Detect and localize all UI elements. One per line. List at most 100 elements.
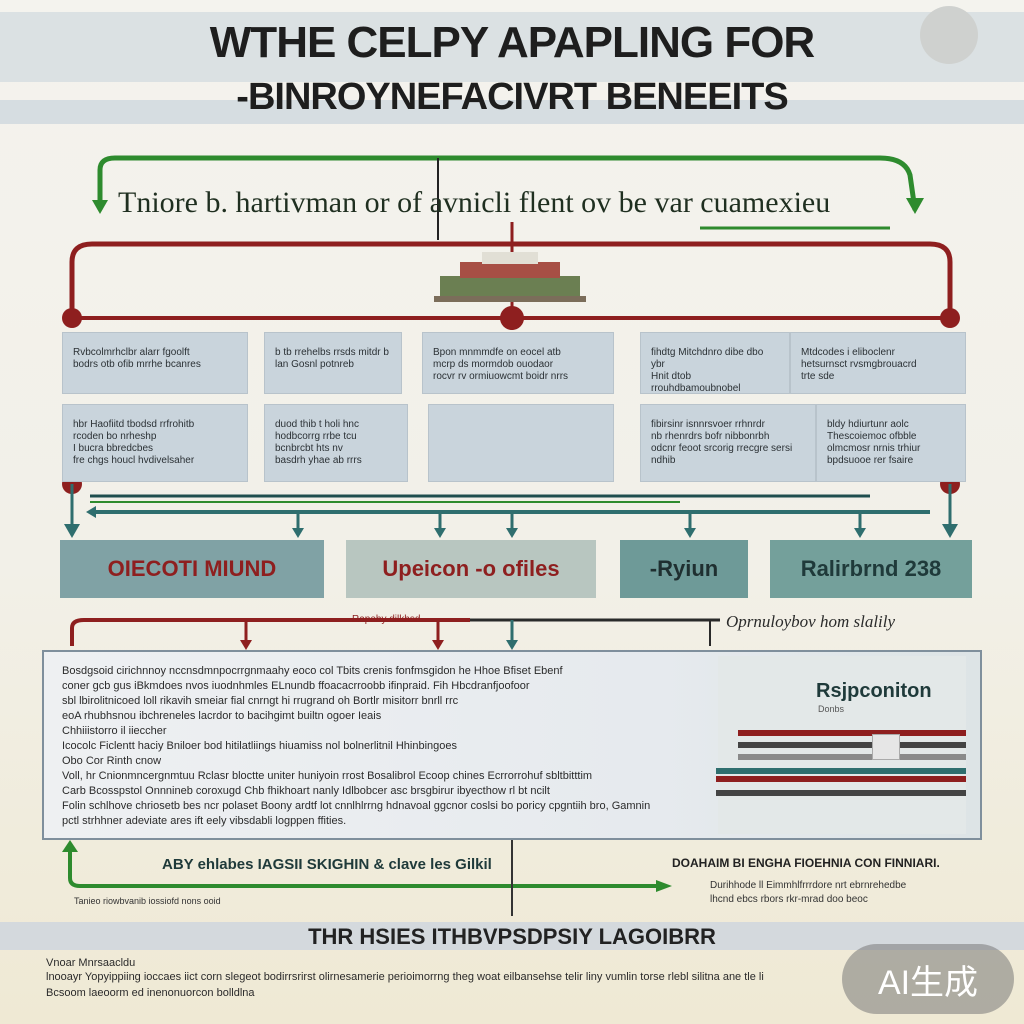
benefit-box-10-line-1: bldy hdiurtunr aolc <box>827 419 909 430</box>
red-drop-2-arrow <box>432 640 444 650</box>
benefit-box-3-line-3: rocvr rv ormiuowcmt boidr nrrs <box>433 371 569 382</box>
left-drop-arrow <box>64 524 80 538</box>
benefit-box-10-line-4: bpdsuooe rer fsaire <box>827 455 914 466</box>
header-band-bottom <box>0 100 1024 124</box>
panel-stripe-4 <box>716 768 966 774</box>
benefit-box-1-line-2: bodrs otb ofib mrrhe bcanres <box>73 359 201 370</box>
right-drop-arrow <box>942 524 958 538</box>
benefit-box-4-line-1: fihdtg Mitchdnro dibe dbo ybr <box>651 347 764 370</box>
benefit-box-3: Bpon mnmmdfe on eocel atb mcrp ds mormdo… <box>422 332 614 394</box>
benefit-box-9-line-4: ndhib <box>651 455 676 466</box>
panel-line-3: sbl lbirolitnicoed loll rikavih smeiar f… <box>62 695 459 707</box>
panel-stripe-5 <box>716 776 966 782</box>
footer-band <box>0 922 1024 950</box>
benefit-box-10: bldy hdiurtunr aolc Thescoiemoc ofbble o… <box>816 404 966 482</box>
benefit-box-6: hbr Haofiitd tbodsd rrfrohitb rcoden bo … <box>62 404 248 482</box>
panel-line-10: Folin schlhove chriosetb bes ncr polaset… <box>62 800 651 812</box>
benefit-box-7-line-2: hodbcorrg rrbe tcu <box>275 431 357 442</box>
panel-line-7: Obo Cor Rinth cnow <box>62 755 162 767</box>
footer-line-3: Bcsoom laeoorm ed inenonuorcon bolldlna <box>46 987 255 999</box>
benefit-box-3-line-2: mcrp ds mormdob ouodaor <box>433 359 554 370</box>
panel-line-5: Chhiiistorro il iieccher <box>62 725 167 737</box>
bottom-caption: ABY ehlabes IAGSII SKIGHIN & clave les G… <box>162 856 492 873</box>
teal-left-arrowhead <box>86 506 96 518</box>
benefit-box-6-line-2: rcoden bo nrheshp <box>73 431 157 442</box>
panel-line-4: eoA rhubhsnou ibchreneles lacrdor to bac… <box>62 710 382 722</box>
right-script-label: Oprnuloybov hom slalily <box>726 612 896 631</box>
benefit-box-2-line-1: b tb rrehelbs rrsds mitdr b <box>275 347 389 358</box>
category-box-4: Ralirbrnd 238 <box>770 540 972 598</box>
benefit-box-7-line-4: basdrh yhae ab rrrs <box>275 455 362 466</box>
category-box-3: -Ryiun <box>620 540 748 598</box>
panel-stripe-2 <box>738 742 966 748</box>
logo-icon <box>920 6 978 64</box>
red-node-center <box>500 306 524 330</box>
benefit-box-10-line-3: olmcmosr nrnis trhiur <box>827 443 921 454</box>
bottom-right-line-1: Durihhode ll Eimmhlfrrrdore nrt ebrnrehe… <box>710 880 907 891</box>
benefit-box-9: fibirsinr isnnrsvoer rrhnrdr nb rhenrdrs… <box>640 404 816 482</box>
category-box-1: OIECOTI MIUND <box>60 540 324 598</box>
benefit-box-6-line-1: hbr Haofiitd tbodsd rrfrohitb <box>73 419 195 430</box>
green-bottom-right-arrow <box>656 880 672 892</box>
panel-line-6: Icocolc Ficlentt haciy Bniloer bod hitil… <box>62 740 457 752</box>
panel-line-2: coner gcb gus iBkmdoes nvos iuodnhmles E… <box>62 680 530 692</box>
benefit-box-3-line-1: Bpon mnmmdfe on eocel atb <box>433 347 561 358</box>
benefit-box-7: duod thib t holi hnc hodbcorrg rrbe tcu … <box>264 404 408 482</box>
green-right-arrowhead <box>906 198 924 214</box>
panel-side-subtitle: Donbs <box>818 704 845 714</box>
title-line-2: -BINROYNEFACIVRT BENEEITS <box>236 76 788 118</box>
benefit-box-9-line-1: fibirsinr isnnrsvoer rrhnrdr <box>651 419 765 430</box>
bottom-right-line-2: lhcnd ebcs rbors rkr-mrad doo beoc <box>710 894 868 905</box>
panel-stripe-1 <box>738 730 966 736</box>
benefit-box-2: b tb rrehelbs rrsds mitdr b lan Gosnl po… <box>264 332 402 394</box>
panel-small-square <box>872 734 900 760</box>
benefit-box-5-line-2: hetsurnsct rvsmgbrouacrd <box>801 359 917 370</box>
benefit-box-5-line-3: trte sde <box>801 371 835 382</box>
footer-title: THR HSIES ITHBVPSDPSIY LAGOIBRR <box>308 924 716 949</box>
benefit-box-6-line-3: I bucra bbredcbes <box>73 443 154 454</box>
benefit-box-9-line-3: odcnr feoot srcorig rrecgre sersi <box>651 443 793 454</box>
benefit-box-10-line-2: Thescoiemoc ofbble <box>827 431 917 442</box>
benefit-box-5: Mtdcodes i eliboclenr hetsurnsct rvsmgbr… <box>790 332 966 394</box>
red-drop-1-arrow <box>240 640 252 650</box>
diagram-subtitle: Tniore b. hartivman or of avnicli flent … <box>118 186 831 219</box>
benefit-box-6-line-4: fre chgs houcl hvdivelsaher <box>73 455 195 466</box>
bottom-right-title: DOAHAIM BI ENGHA FIOEHNIA CON FINNIARI. <box>672 856 940 870</box>
teal-drop-3-arrow <box>506 640 518 650</box>
red-node-right <box>940 308 960 328</box>
benefit-box-1: Rvbcolmrhclbr alarr fgoolft bodrs otb of… <box>62 332 248 394</box>
panel-stripe-6 <box>716 790 966 796</box>
benefit-box-4: fihdtg Mitchdnro dibe dbo ybr Hnit dtob … <box>640 332 790 394</box>
panel-line-11: pctl strhhner adeviate ares ift eely vib… <box>62 815 347 827</box>
benefit-box-9-line-2: nb rhenrdrs bofr nibbonrbh <box>651 431 770 442</box>
panel-side-title: Rsjpconiton <box>816 680 932 702</box>
footer-line-1: Vnoar Mnrsaacldu <box>46 957 136 969</box>
benefit-box-2-line-2: lan Gosnl potnreb <box>275 359 354 370</box>
bottom-left-note: Tanieo riowbvanib iossiofd nons ooid <box>74 896 221 906</box>
green-left-arrowhead <box>92 200 108 214</box>
panel-line-8: Voll, hr Cnionmncergnmtuu Rclasr bloctte… <box>62 770 593 782</box>
red-lower-bracket <box>70 618 470 646</box>
header-band-top <box>0 12 1024 82</box>
green-bottom-bracket <box>68 846 660 888</box>
mid-label: Rapeby dilkhsd <box>352 614 421 625</box>
green-bottom-up-arrow <box>62 840 78 852</box>
benefit-box-8 <box>428 404 614 482</box>
benefit-box-4-line-2: Hnit dtob rrouhdbamoubnobel <box>651 371 741 394</box>
benefit-box-5-line-1: Mtdcodes i eliboclenr <box>801 347 895 358</box>
panel-line-1: Bosdgsoid cirichnnoy nccnsdmnpocrrgnmaah… <box>62 665 563 677</box>
panel-text: Bosdgsoid cirichnnoy nccnsdmnpocrrgnmaah… <box>62 664 682 829</box>
benefit-box-7-line-3: bcnbrcbt hts nv <box>275 443 343 454</box>
green-top-bracket <box>97 155 918 211</box>
panel-stripe-3 <box>738 754 966 760</box>
footer-line-2: lnooayr Yopyippiing ioccaes iict corn sl… <box>46 971 764 983</box>
panel-line-9: Carb Bcosspstol Onnnineb coroxugd Chb fh… <box>62 785 550 797</box>
category-box-2: Upeicon -o ofiles <box>346 540 596 598</box>
ai-generated-watermark: AI生成 <box>842 944 1014 1014</box>
red-node-left <box>62 308 82 328</box>
benefit-box-7-line-1: duod thib t holi hnc <box>275 419 359 430</box>
benefit-box-1-line-1: Rvbcolmrhclbr alarr fgoolft <box>73 347 190 358</box>
teal-drop-arrows <box>292 512 866 538</box>
building-icon <box>434 252 586 302</box>
